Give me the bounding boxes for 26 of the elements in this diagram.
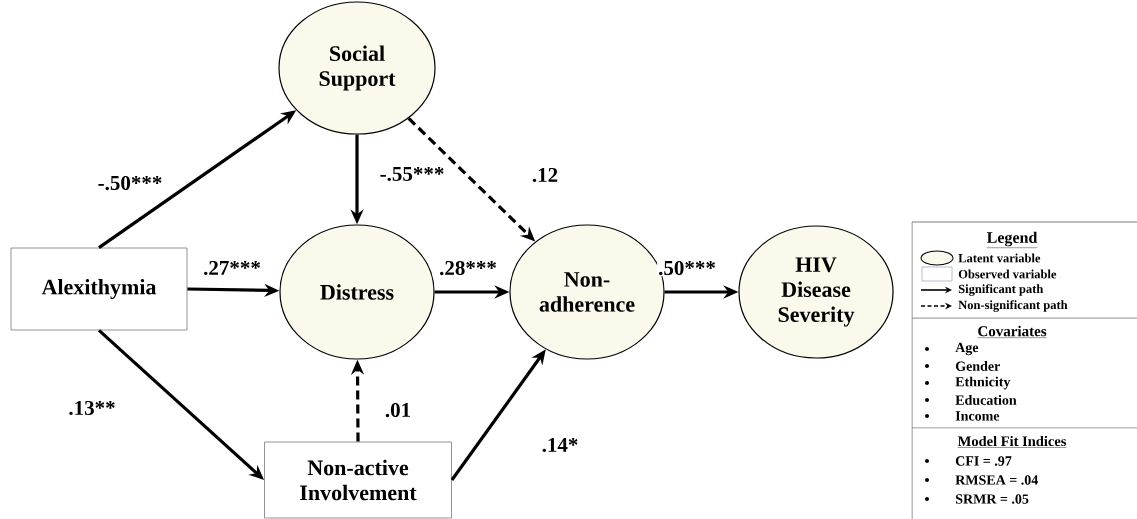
list-item: SRMR = .05 bbox=[955, 494, 1029, 504]
list-item: Income bbox=[955, 411, 1000, 421]
legend-entry: Latent variable bbox=[920, 250, 1041, 266]
list-item: Ethnicity bbox=[955, 376, 1011, 390]
list-item: Gender bbox=[955, 361, 1000, 371]
list-item: RMSEA = .04 bbox=[955, 475, 1038, 485]
legend-entry: Observed variable bbox=[921, 266, 1057, 282]
legend-entry: Significant path bbox=[920, 284, 1044, 296]
observed-variable-box: Alexithymia bbox=[10, 247, 188, 331]
path-coefficient: .50*** bbox=[657, 259, 717, 277]
path-coefficient: .28*** bbox=[438, 259, 498, 277]
list-item: Education bbox=[955, 395, 1017, 405]
path-coefficient: .01 bbox=[383, 401, 413, 419]
observed-variable-box: Non-active Involvement bbox=[264, 441, 452, 519]
list-item: Age bbox=[955, 342, 979, 356]
path-coefficient: .27*** bbox=[202, 259, 262, 277]
legend-heading: Covariates bbox=[977, 325, 1047, 338]
path-coefficient: .14* bbox=[540, 436, 580, 454]
legend-entry: Non-significant path bbox=[920, 300, 1068, 312]
path-coefficient: -.50*** bbox=[96, 174, 164, 192]
path-coefficient: -.55*** bbox=[378, 165, 446, 183]
legend-heading: Legend bbox=[986, 231, 1038, 248]
path-coefficient: .13** bbox=[67, 399, 117, 417]
list-item: CFI = .97 bbox=[955, 456, 1012, 466]
path-coefficient: .12 bbox=[530, 166, 560, 184]
legend-heading: Model Fit Indices bbox=[957, 435, 1067, 448]
